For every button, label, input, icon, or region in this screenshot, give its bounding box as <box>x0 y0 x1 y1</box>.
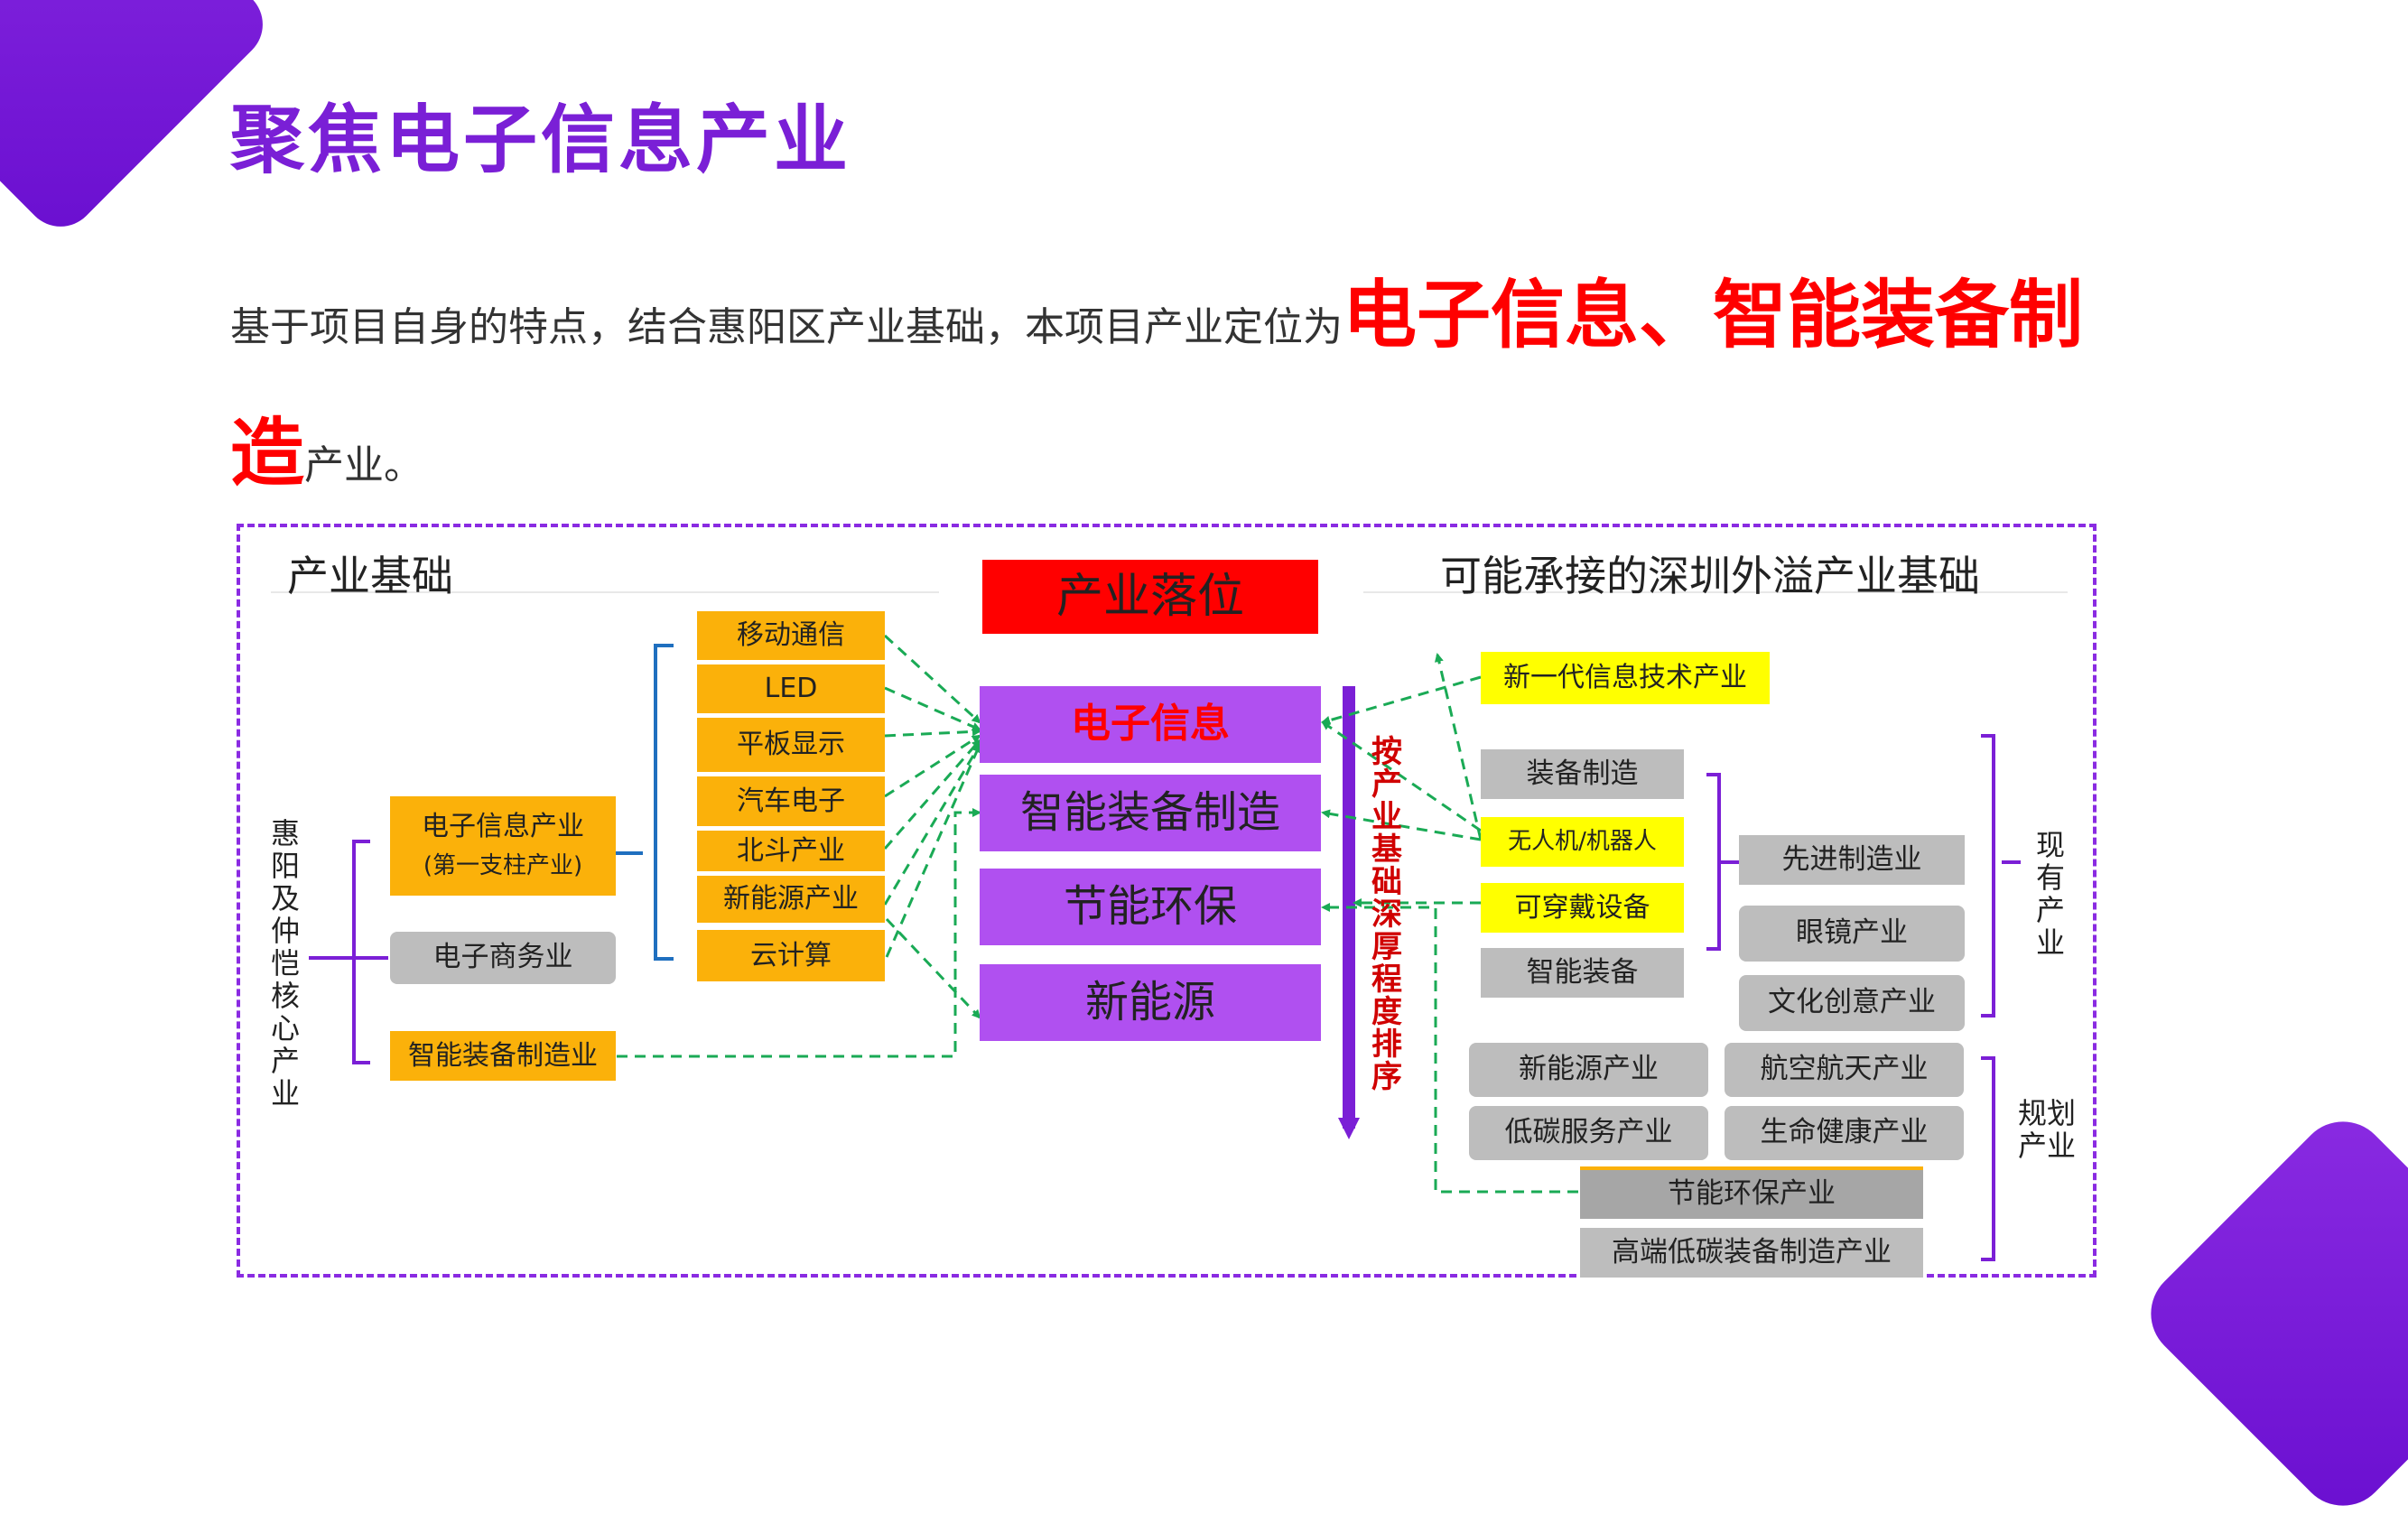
shenzhen-equipment-mfg: 装备制造 <box>1481 749 1684 799</box>
subsector-auto-electronics: 汽车电子 <box>697 776 885 826</box>
shenzhen-drones-robots: 无人机/机器人 <box>1481 817 1684 867</box>
positioning-heading: 产业落位 <box>982 560 1318 634</box>
planned-new-energy: 新能源产业 <box>1469 1043 1708 1097</box>
position-smart-equipment: 智能装备制造 <box>980 775 1321 851</box>
core-industry-label: 惠阳及仲恺核心产业 <box>270 816 300 1110</box>
subsector-beidou: 北斗产业 <box>697 831 885 871</box>
shenzhen-next-gen-it: 新一代信息技术产业 <box>1481 652 1770 704</box>
intro-highlight-continued: 造 <box>230 411 305 497</box>
divider-right <box>1363 591 2068 593</box>
diagram-frame <box>237 524 2097 1278</box>
subsector-mobile-comm: 移动通信 <box>697 611 885 660</box>
page-title: 聚焦电子信息产业 <box>230 98 852 183</box>
electronic-info-industry-label: 电子信息产业 <box>422 811 584 843</box>
intro-prefix: 基于项目自身的特点，结合惠阳区产业基础，本项目产业定位为 <box>230 304 1343 350</box>
intro-paragraph: 基于项目自身的特点，结合惠阳区产业基础，本项目产业定位为电子信息、智能装备制造产… <box>230 253 2126 529</box>
smart-equipment-industry-box: 智能装备制造业 <box>390 1031 616 1081</box>
intro-suffix: 产业。 <box>304 442 424 488</box>
planned-energy-saving: 节能环保产业 <box>1580 1166 1923 1219</box>
pillar-industry-note: (第一支柱产业) <box>423 852 583 880</box>
planned-industry-label: 规划产业 <box>2017 1096 2076 1163</box>
connector-lines <box>309 634 2021 1261</box>
divider-left <box>271 591 939 593</box>
position-new-energy: 新能源 <box>980 964 1321 1041</box>
existing-industry-label: 现有产业 <box>2035 828 2065 960</box>
subsector-led: LED <box>697 664 885 713</box>
shenzhen-smart-equipment: 智能装备 <box>1481 948 1684 998</box>
left-section-heading: 产业基础 <box>287 552 453 600</box>
planned-life-health: 生命健康产业 <box>1725 1106 1964 1160</box>
right-section-heading: 可能承接的深圳外溢产业基础 <box>1440 552 1980 600</box>
subsector-cloud-computing: 云计算 <box>697 930 885 981</box>
electronic-info-industry-box: 电子信息产业 (第一支柱产业) <box>390 796 616 896</box>
ranking-label: 按产业基础深厚程度排序 <box>1371 734 1402 1095</box>
planned-low-carbon-services: 低碳服务产业 <box>1469 1106 1708 1160</box>
position-energy-saving: 节能环保 <box>980 869 1321 945</box>
shenzhen-wearables: 可穿戴设备 <box>1481 883 1684 933</box>
subsector-flat-panel: 平板显示 <box>697 718 885 772</box>
planned-aerospace: 航空航天产业 <box>1725 1043 1964 1097</box>
ecommerce-box: 电子商务业 <box>390 932 616 984</box>
existing-cultural-creative: 文化创意产业 <box>1739 975 1965 1031</box>
existing-eyewear: 眼镜产业 <box>1739 906 1965 962</box>
intro-highlight: 电子信息、智能装备制 <box>1343 273 2084 358</box>
planned-high-end-low-carbon-equipment: 高端低碳装备制造产业 <box>1580 1228 1923 1278</box>
position-electronic-info: 电子信息 <box>980 686 1321 763</box>
existing-advanced-mfg: 先进制造业 <box>1739 835 1965 885</box>
subsector-new-energy: 新能源产业 <box>697 876 885 923</box>
